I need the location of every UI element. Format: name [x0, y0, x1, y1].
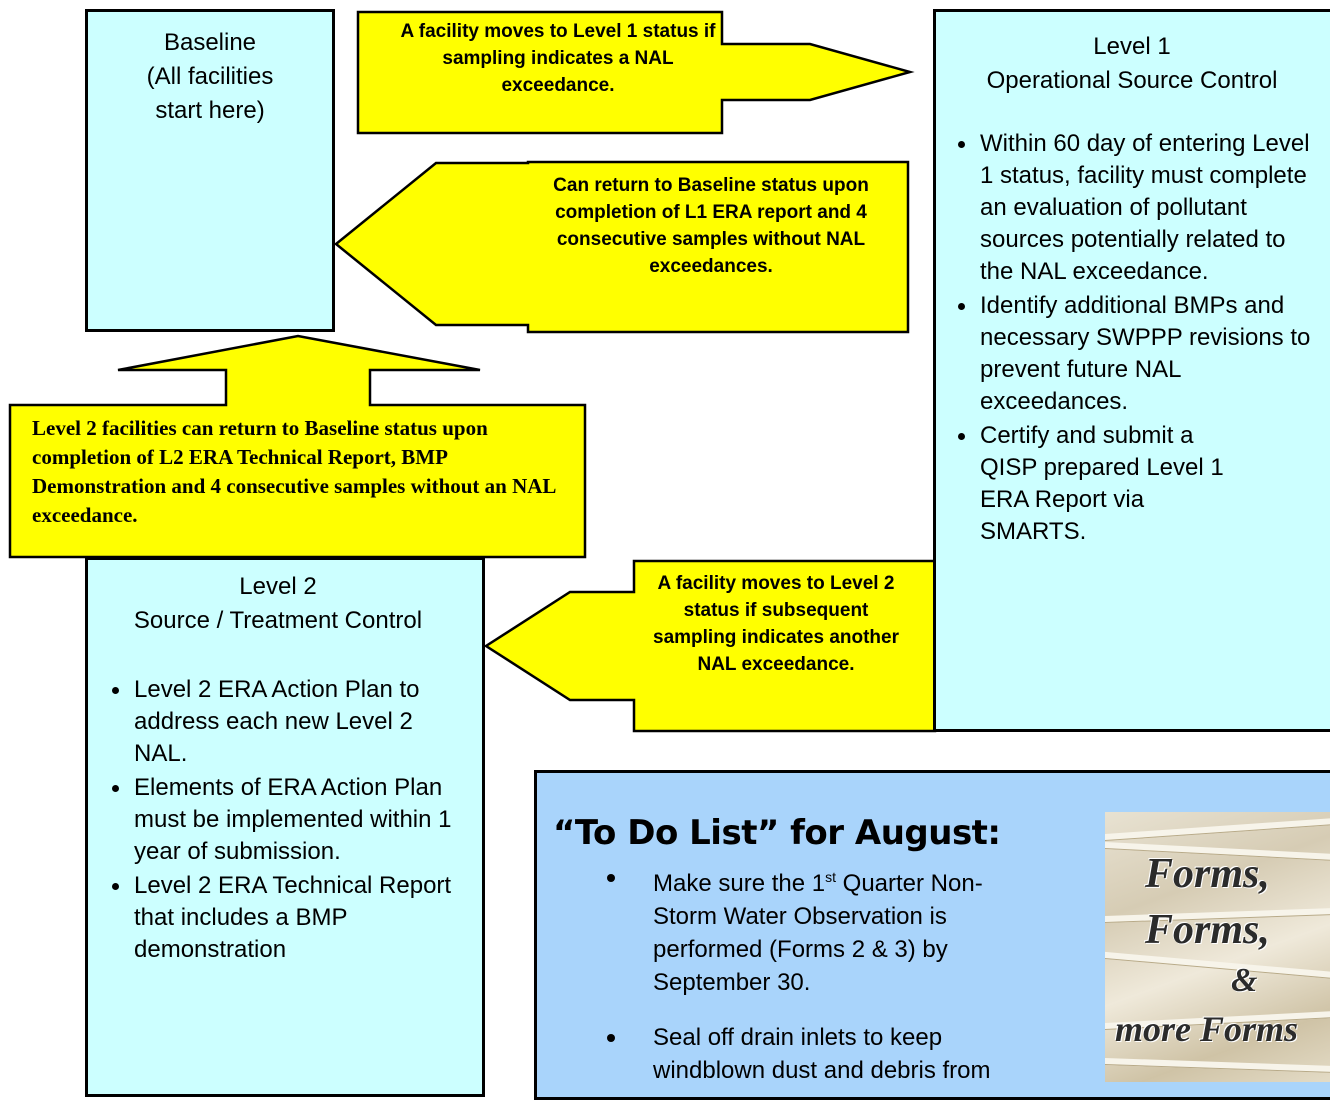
level1-bullet-list: Within 60 day of entering Level 1 status…: [936, 128, 1330, 548]
todo-item: Make sure the 1st Quarter Non-Storm Wate…: [605, 861, 1045, 999]
level1-title: Level 1: [1093, 33, 1171, 60]
arrow-return-baseline-l2-text: Level 2 facilities can return to Baselin…: [32, 416, 556, 527]
arrow-to-level1-text: A facility moves to Level 1 status if sa…: [400, 21, 716, 96]
level2-bullet-list: Level 2 ERA Action Plan to address each …: [88, 674, 482, 966]
baseline-subtitle: (All facilities start here): [146, 63, 274, 124]
level2-box: Level 2 Source / Treatment Control Level…: [85, 557, 485, 1097]
forms-line: Forms,: [1145, 907, 1270, 953]
arrow-return-baseline-l2: [8, 334, 587, 559]
todo-item-text: Seal off drain inlets to keep windblown …: [653, 1024, 991, 1084]
todo-item-text: Quarter Non-Storm Water Observation is p…: [653, 870, 983, 996]
arrow-layer: [8, 10, 937, 733]
todo-item-text: Make sure the 1: [653, 870, 826, 897]
level1-bullet: Identify additional BMPs and necessary S…: [958, 290, 1316, 418]
level1-box: Level 1 Operational Source Control Withi…: [933, 9, 1330, 732]
arrow-to-level1: [356, 10, 915, 135]
level2-bullet: Level 2 ERA Action Plan to address each …: [112, 674, 454, 770]
baseline-box: Baseline (All facilities start here): [85, 9, 335, 332]
level1-subtitle: Operational Source Control: [986, 67, 1278, 94]
arrow-return-baseline-l1-text: Can return to Baseline status upon compl…: [553, 175, 869, 277]
todo-heading: “To Do List” for August:: [553, 813, 1001, 853]
todo-list: Make sure the 1st Quarter Non-Storm Wate…: [605, 861, 1045, 1109]
todo-item-sup: st: [825, 869, 836, 885]
forms-stack-image: Forms, Forms, & more Forms: [1105, 812, 1330, 1082]
arrow-return-baseline-l1: [334, 160, 910, 334]
level1-bullet: Within 60 day of entering Level 1 status…: [958, 128, 1316, 288]
forms-line: Forms,: [1145, 851, 1270, 897]
level2-subtitle: Source / Treatment Control: [133, 607, 423, 634]
level2-bullet: Level 2 ERA Technical Report that includ…: [112, 870, 454, 966]
forms-line: more Forms: [1115, 1009, 1299, 1049]
forms-line: &: [1231, 962, 1258, 999]
level2-bullet: Elements of ERA Action Plan must be impl…: [112, 772, 454, 868]
baseline-title: Baseline: [163, 29, 257, 56]
level2-title: Level 2: [239, 573, 317, 600]
arrow-to-level2-text: A facility moves to Level 2 status if su…: [653, 573, 899, 675]
level1-bullet: Certify and submit a QISP prepared Level…: [958, 420, 1316, 548]
todo-item: Seal off drain inlets to keep windblown …: [605, 1021, 1045, 1087]
